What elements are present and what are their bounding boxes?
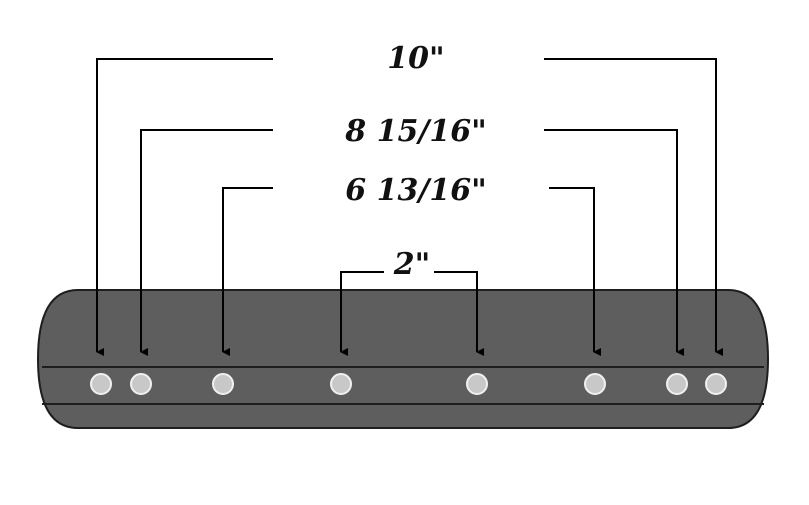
hole (212, 373, 234, 395)
leader-10in-right (544, 58, 723, 356)
hole (130, 373, 152, 395)
hole (705, 373, 727, 395)
leader-6-13-16in-left (222, 187, 273, 356)
leader-2in-right (434, 271, 484, 356)
hole (466, 373, 488, 395)
leader-10in-left (96, 58, 273, 356)
leader-8-15-16in-left (140, 129, 273, 356)
dimension-label-6-13-16in: 6 13/16" (345, 173, 486, 208)
dimension-label-10in: 10" (387, 41, 444, 76)
leader-8-15-16in-right (544, 129, 684, 356)
holes (90, 373, 727, 395)
dimension-label-8-15-16in: 8 15/16" (344, 114, 486, 149)
leader-6-13-16in-right (549, 187, 601, 356)
hole (90, 373, 112, 395)
hole (666, 373, 688, 395)
hole (330, 373, 352, 395)
leader-2in-left (340, 271, 384, 356)
dimension-label-2in: 2" (393, 247, 431, 282)
rounded-bar-body (36, 289, 770, 429)
hole (584, 373, 606, 395)
